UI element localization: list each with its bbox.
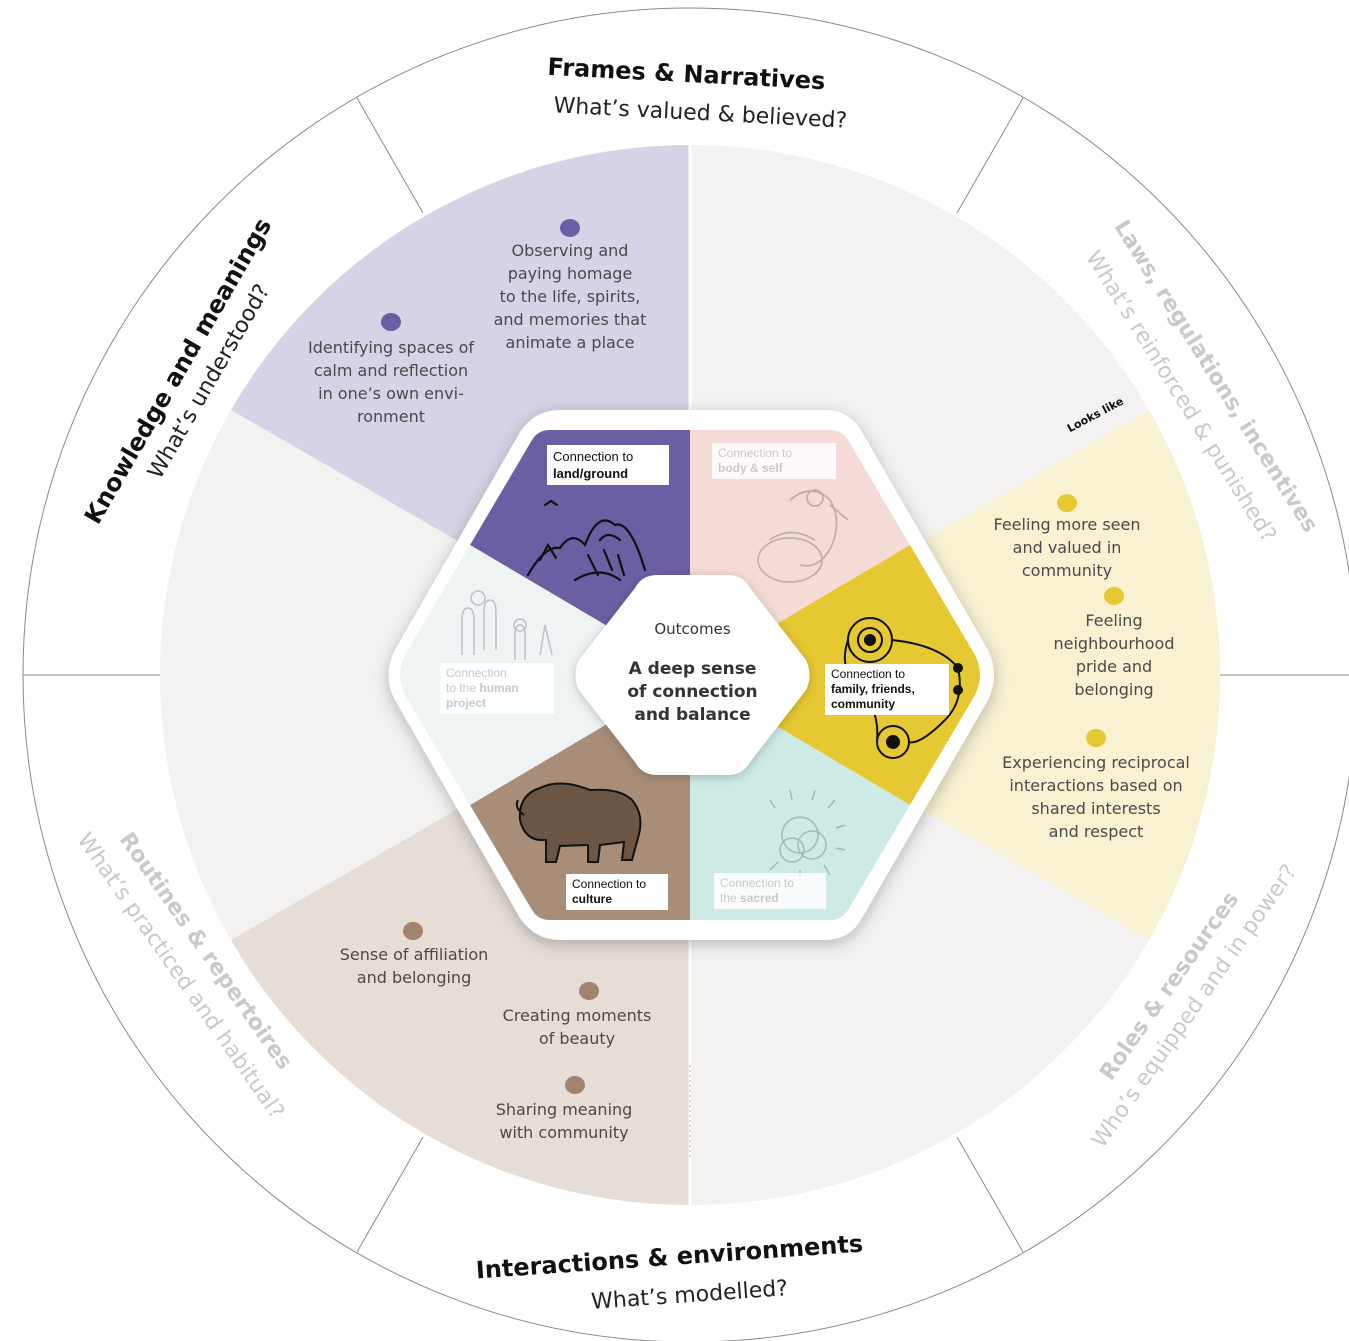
yellow-item-2-line: neighbourhood — [1053, 634, 1175, 653]
yellow-item-3-line: and respect — [1048, 822, 1144, 841]
yellow-item-1-line: community — [1021, 561, 1113, 580]
land-connection-label: Connection to land/ground — [547, 445, 669, 485]
brown-item-3-line: Sharing meaning — [495, 1100, 633, 1119]
yellow-item-2: Feeling neighbourhood pride and belongin… — [1034, 609, 1194, 701]
yellow-item-2-line: Feeling — [1085, 611, 1143, 630]
outcomes-center: Outcomes A deep sense of connection and … — [580, 620, 805, 727]
seated-figure-icon — [757, 489, 849, 583]
land-prefix: Connection to — [553, 449, 634, 464]
sacred-prefix: Connection to — [720, 876, 795, 890]
body-name: body & self — [718, 461, 783, 475]
purple-item-1-line: and memories that — [493, 310, 647, 329]
dot — [579, 982, 599, 1000]
human-name-2: project — [446, 696, 487, 710]
dot — [381, 313, 401, 331]
brown-item-2: Creating moments of beauty — [492, 1004, 662, 1050]
yellow-item-3-line: interactions based on — [1009, 776, 1183, 795]
brown-item-1: Sense of affiliation and belonging — [324, 943, 504, 989]
dot — [1104, 587, 1124, 605]
brown-item-1-line: Sense of affiliation — [339, 945, 489, 964]
sector-dividers — [23, 97, 1349, 1253]
outcomes-label: Outcomes — [654, 620, 731, 638]
dot — [403, 922, 423, 940]
yellow-item-1: Feeling more seen and valued in communit… — [977, 513, 1157, 582]
brown-item-2-line: Creating moments — [502, 1006, 652, 1025]
culture-connection-label: Connection to culture — [566, 874, 668, 910]
brown-item-1-line: and belonging — [356, 968, 472, 987]
outcomes-line-1: A deep sense — [628, 659, 757, 679]
culture-name: culture — [572, 892, 613, 906]
human-name-1: human — [479, 681, 519, 695]
yellow-item-3: Experiencing reciprocal interactions bas… — [986, 751, 1206, 843]
yellow-item-3-line: shared interests — [1031, 799, 1161, 818]
family-prefix: Connection to — [831, 667, 906, 681]
purple-item-1-line: to the life, spirits, — [499, 287, 641, 306]
dot — [560, 219, 580, 237]
yellow-item-1-line: Feeling more seen — [993, 515, 1141, 534]
family-name-2: community — [831, 697, 896, 711]
brown-dots — [403, 922, 599, 1094]
purple-item-2-line: in one’s own envi- — [318, 384, 464, 403]
purple-item-1-line: paying homage — [507, 264, 633, 283]
purple-dots — [381, 219, 580, 331]
purple-item-1: Observing and paying homage to the life,… — [480, 239, 660, 354]
human-pre: to the — [446, 681, 477, 695]
bison-icon — [515, 782, 642, 863]
brown-item-3-line: with community — [499, 1123, 629, 1142]
sacred-connection-label: Connection to the sacred — [714, 873, 826, 909]
yellow-item-3-line: Experiencing reciprocal — [1002, 753, 1190, 772]
purple-item-2-line: ronment — [357, 407, 425, 426]
dot — [1057, 494, 1077, 512]
human-connection-label: Connection to the human project — [440, 663, 554, 714]
body-prefix: Connection to — [718, 446, 793, 460]
purple-item-2-line: Identifying spaces of — [307, 338, 474, 357]
family-name-1: family, friends, — [831, 682, 915, 696]
sacred-name: sacred — [740, 891, 779, 905]
people-icon — [461, 590, 553, 660]
sacred-pre: the — [720, 891, 737, 905]
yellow-item-2-line: pride and — [1075, 657, 1153, 676]
purple-item-1-line: Observing and — [511, 241, 629, 260]
purple-item-2: Identifying spaces of calm and reflectio… — [296, 336, 486, 428]
human-prefix: Connection — [446, 666, 507, 680]
brown-item-3: Sharing meaning with community — [484, 1098, 644, 1144]
land-name: land/ground — [553, 466, 629, 481]
yellow-item-2-line: belonging — [1074, 680, 1154, 699]
dot — [565, 1076, 585, 1094]
outcomes-hexagon — [575, 575, 810, 775]
dot — [1086, 729, 1106, 747]
outcomes-line-3: and balance — [634, 705, 751, 725]
yellow-item-1-line: and valued in — [1012, 538, 1122, 557]
outcomes-line-2: of connection — [627, 682, 758, 702]
culture-prefix: Connection to — [572, 877, 647, 891]
family-connection-label: Connection to family, friends, community — [825, 664, 949, 715]
brown-item-2-line: of beauty — [538, 1029, 616, 1048]
mountains-icon — [526, 499, 647, 582]
purple-item-2-line: calm and reflection — [313, 361, 469, 380]
yellow-dots — [1057, 494, 1124, 747]
body-connection-label: Connection to body & self — [712, 443, 836, 479]
purple-item-1-line: animate a place — [505, 333, 635, 352]
